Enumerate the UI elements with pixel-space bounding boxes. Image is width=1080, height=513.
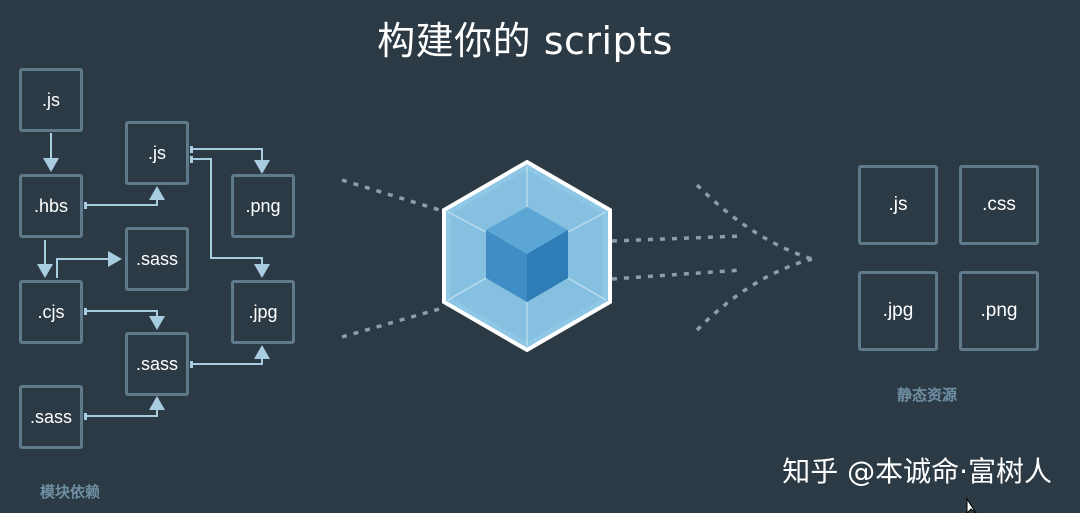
arrow-sass-to-jpg <box>192 345 270 365</box>
module-hbs: .hbs <box>19 174 83 238</box>
arrow-hbs-to-js <box>86 186 165 206</box>
module-jpg: .jpg <box>231 280 295 344</box>
webpack-cube-icon <box>442 159 612 353</box>
arrow-js-to-png <box>192 148 270 174</box>
watermark: 知乎 @本诚命·富树人 <box>782 455 1052 488</box>
module-js-top: .js <box>19 68 83 132</box>
asset-css: .css <box>959 165 1039 245</box>
module-png: .png <box>231 174 295 238</box>
asset-png: .png <box>959 271 1039 351</box>
assets-caption: 静态资源 <box>897 386 958 404</box>
asset-js: .js <box>858 165 938 245</box>
flow-lines-out <box>611 183 813 332</box>
module-js-mid: .js <box>125 121 189 185</box>
arrow-cjs-to-sass-mid <box>86 310 165 330</box>
dependencies-caption: 模块依赖 <box>40 483 101 501</box>
asset-jpg: .jpg <box>858 271 938 351</box>
page-title: 构建你的 scripts <box>377 19 673 63</box>
module-sass-bottom: .sass <box>19 385 83 449</box>
module-cjs: .cjs <box>19 280 83 344</box>
module-sass-mid: .sass <box>125 332 189 396</box>
arrow-sass-to-sass <box>86 396 165 417</box>
arrow-js-to-jpg <box>192 158 270 278</box>
module-sass-top: .sass <box>125 227 189 291</box>
arrow-cjs-to-sass <box>56 251 122 278</box>
